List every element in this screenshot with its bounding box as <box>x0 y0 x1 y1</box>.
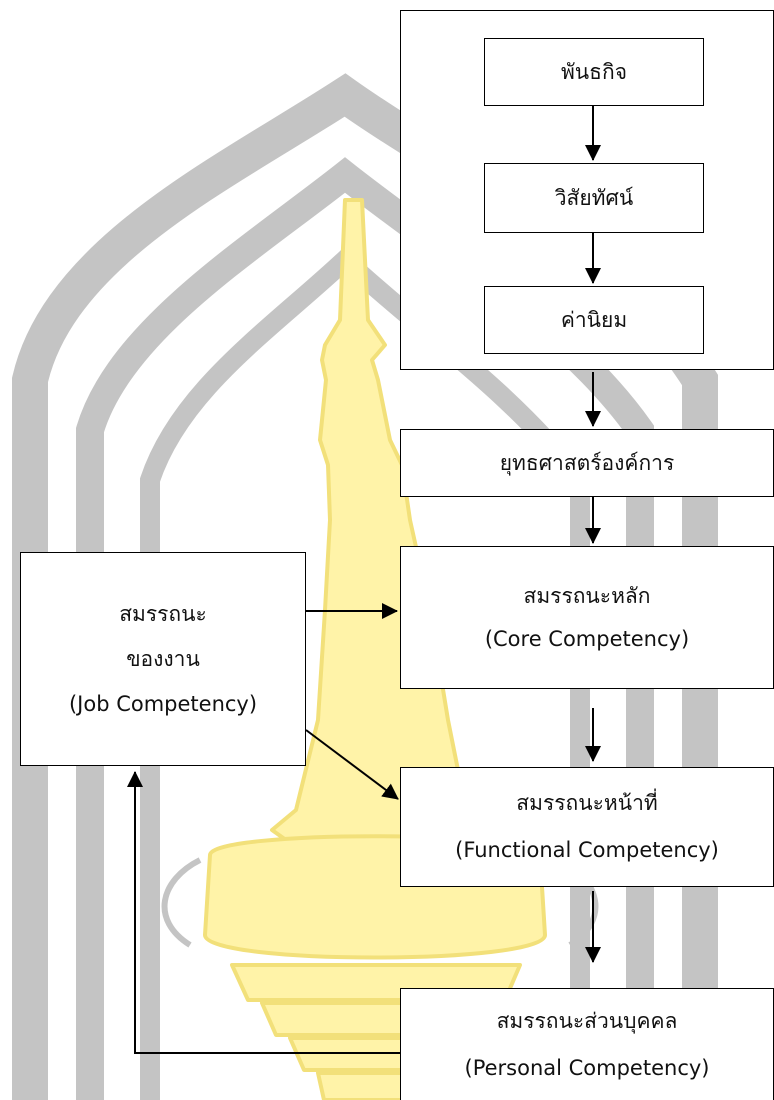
job-competency-label-line1: สมรรถนะ <box>119 601 207 626</box>
functional-competency-box: สมรรถนะหน้าที่ (Functional Competency) <box>400 767 774 887</box>
personal-competency-box: สมรรถนะส่วนบุคคล (Personal Competency) <box>400 988 774 1100</box>
strategy-label: ยุทธศาสตร์องค์การ <box>499 450 675 475</box>
job-competency-box: สมรรถนะ ของงาน (Job Competency) <box>20 552 306 766</box>
job-competency-label-line3: (Job Competency) <box>68 691 258 716</box>
functional-competency-label-th: สมรรถนะหน้าที่ <box>516 791 658 815</box>
job-competency-label-line2: ของงาน <box>126 646 200 671</box>
values-label: ค่านิยม <box>560 307 628 332</box>
personal-competency-label-en: (Personal Competency) <box>464 1056 710 1080</box>
strategy-box: ยุทธศาสตร์องค์การ <box>400 429 774 497</box>
core-competency-label-th: สมรรถนะหลัก <box>523 583 651 608</box>
core-competency-label-en: (Core Competency) <box>484 626 690 651</box>
mission-label: พันธกิจ <box>560 59 628 84</box>
mission-box: พันธกิจ <box>484 38 704 106</box>
personal-competency-label-th: สมรรถนะส่วนบุคคล <box>496 1009 678 1033</box>
values-box: ค่านิยม <box>484 286 704 354</box>
vision-box: วิสัยทัศน์ <box>484 163 704 233</box>
functional-competency-label-en: (Functional Competency) <box>455 838 719 862</box>
core-competency-box: สมรรถนะหลัก (Core Competency) <box>400 546 774 689</box>
vision-label: วิสัยทัศน์ <box>554 185 634 210</box>
